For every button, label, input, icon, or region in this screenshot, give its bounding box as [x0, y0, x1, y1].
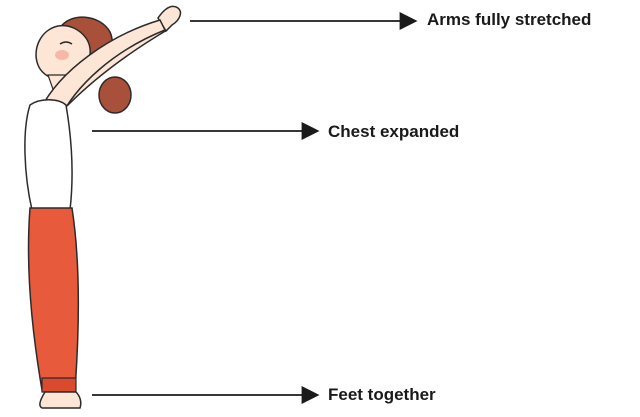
hair-bun	[98, 76, 132, 114]
label-arms-fully-stretched: Arms fully stretched	[427, 10, 592, 29]
yoga-figure-illustration	[24, 5, 182, 409]
label-feet-together: Feet together	[328, 385, 436, 404]
closed-eye	[59, 41, 73, 45]
cheek-blush	[55, 50, 69, 60]
hand	[157, 5, 182, 33]
pants	[27, 207, 80, 391]
front-arm	[39, 19, 167, 124]
shirt	[24, 99, 73, 211]
feet	[39, 391, 82, 409]
label-chest-expanded: Chest expanded	[328, 122, 460, 141]
pants-cuff	[41, 377, 77, 393]
